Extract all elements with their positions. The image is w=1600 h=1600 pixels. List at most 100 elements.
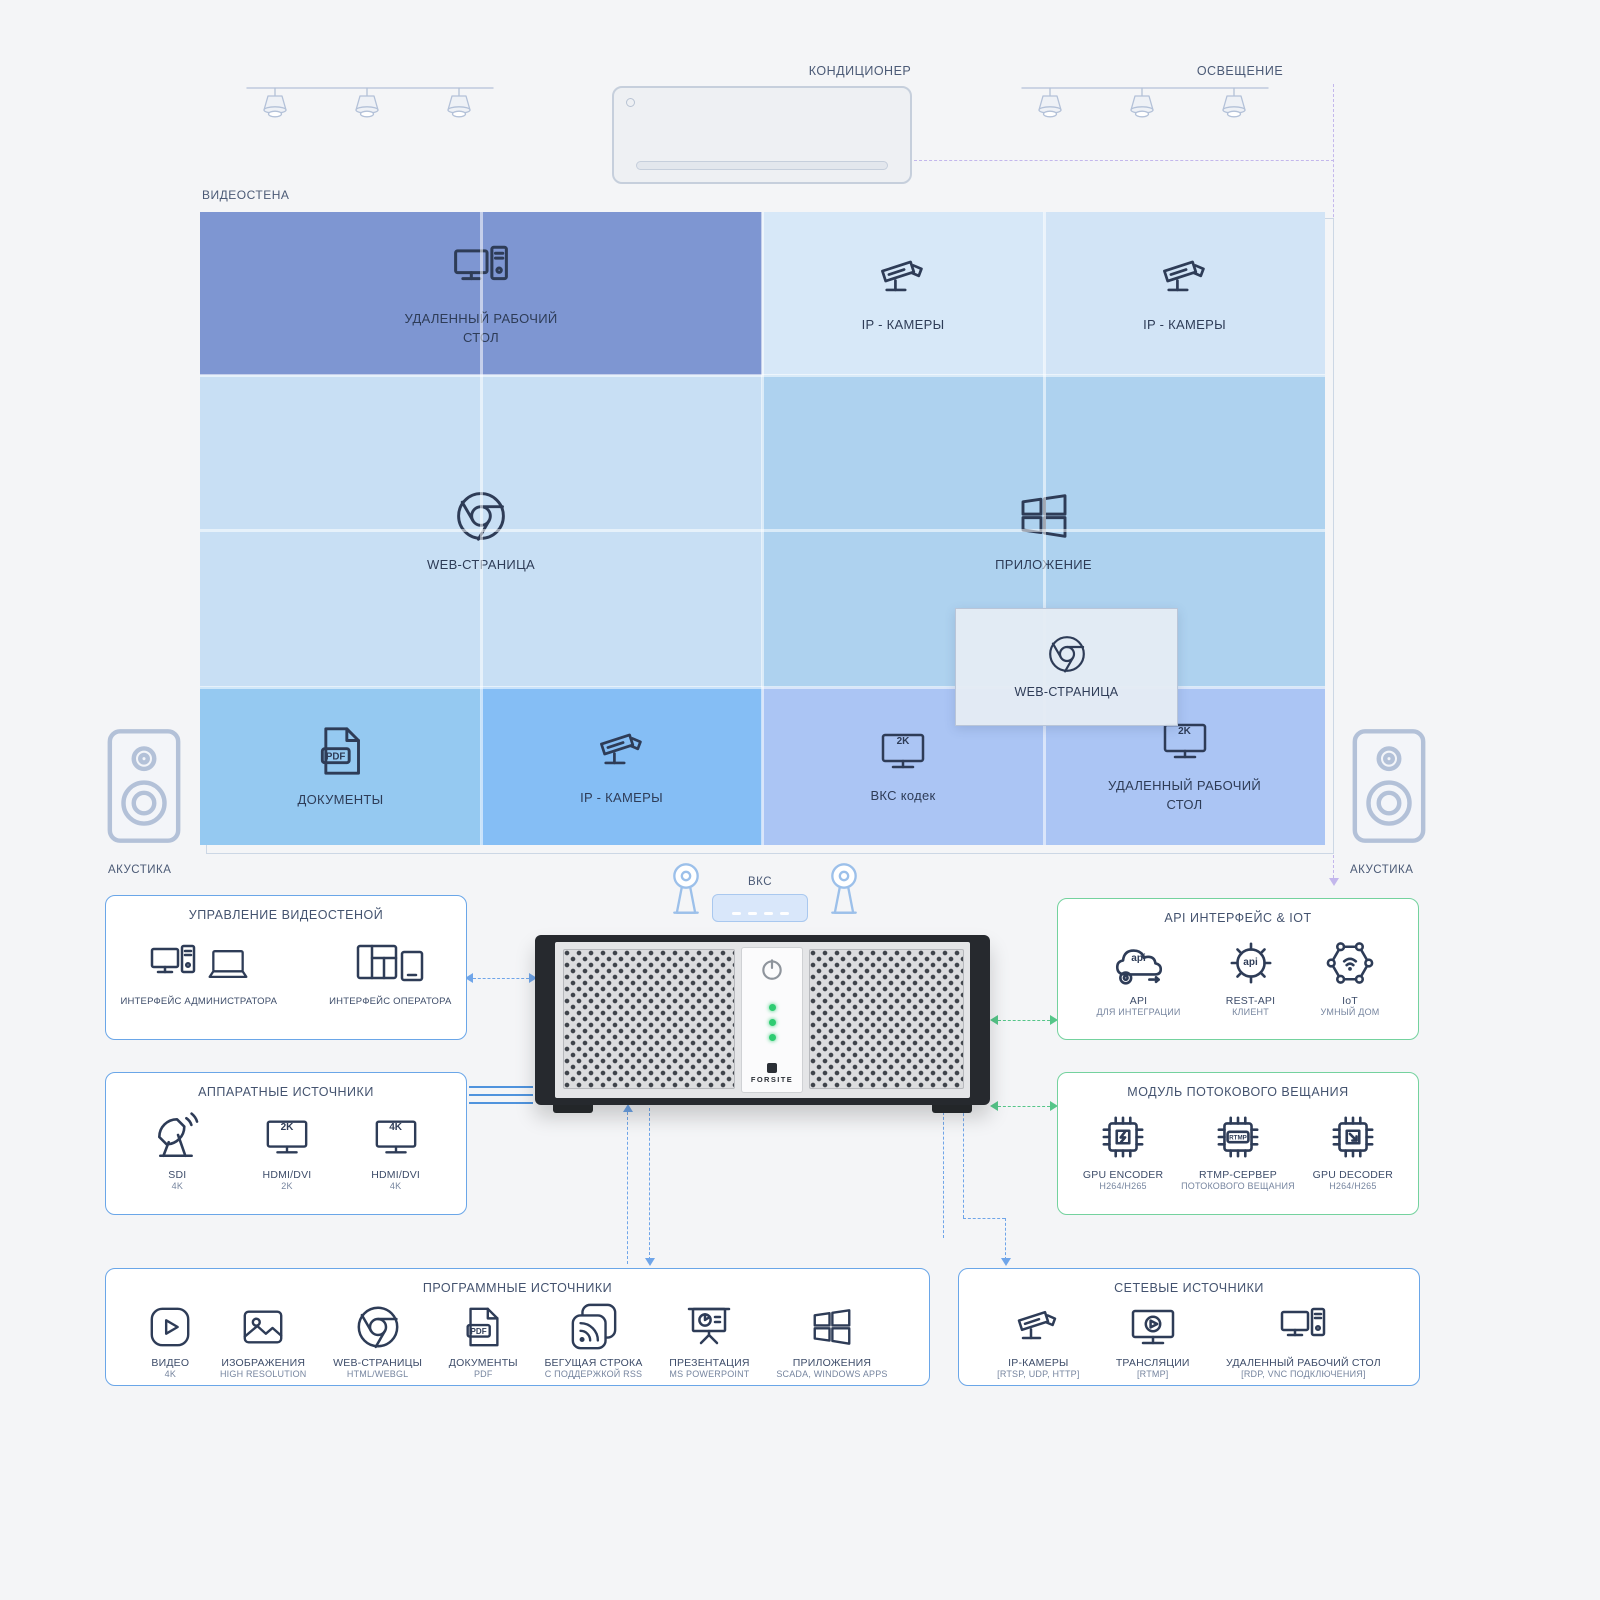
- monitor-play-icon: [1127, 1303, 1179, 1351]
- arrow-purple-down: [1329, 878, 1339, 886]
- tile-web-page-overlay: WEB-СТРАНИЦА: [955, 608, 1178, 726]
- iot-icon: [1324, 937, 1376, 989]
- item-label: GPU DECODER: [1312, 1169, 1394, 1181]
- monitor-pc-icon: [147, 940, 199, 988]
- item-applications: ПРИЛОЖЕНИЯ SCADA, WINDOWS APPS: [776, 1303, 887, 1379]
- pdf-icon: [313, 723, 369, 779]
- item-api-integration: api API ДЛЯ ИНТЕГРАЦИИ: [1096, 937, 1180, 1017]
- software-sources-box: ПРОГРАММНЫЕ ИСТОЧНИКИ ВИДЕО 4K ИЗОБРАЖЕН…: [105, 1268, 930, 1386]
- bezel-v2: [761, 212, 764, 845]
- led-indicator: [768, 1004, 776, 1011]
- item-sublabel: [RTSP, UDP, HTTP]: [997, 1369, 1080, 1379]
- arrow-net-down: [1001, 1258, 1011, 1266]
- rack-foot-right: [932, 1105, 972, 1113]
- api-box: API ИНТЕРФЕЙС & IOT api API ДЛЯ ИНТЕГРАЦ…: [1057, 898, 1419, 1040]
- server-rack: FORSITE: [535, 935, 990, 1113]
- item-label: ПРЕЗЕНТАЦИЯ: [669, 1357, 750, 1369]
- bezel-v1: [480, 212, 483, 845]
- api-badge: api: [1131, 953, 1146, 964]
- pdf-icon: [460, 1304, 506, 1350]
- led-group: [768, 1000, 776, 1045]
- speaker-left-icon: [103, 724, 185, 848]
- speaker-left-label: АКУСТИКА: [108, 864, 172, 876]
- monitor-badge: 2K: [1178, 726, 1191, 738]
- api-badge: api: [1243, 957, 1258, 968]
- play-icon: [147, 1304, 193, 1350]
- item-label: ПРИЛОЖЕНИЯ: [792, 1357, 872, 1369]
- monitor-badge: 2K: [280, 1122, 294, 1133]
- network-sources-box: СЕТЕВЫЕ ИСТОЧНИКИ IP-КАМЕРЫ [RTSP, UDP, …: [958, 1268, 1420, 1386]
- item-sublabel: HIGH RESOLUTION: [219, 1369, 307, 1379]
- connector-net-h: [963, 1218, 1005, 1219]
- item-video: ВИДЕО 4K: [147, 1303, 193, 1379]
- item-admin-interface: ИНТЕРФЕЙС АДМИНИСТРАТОРА: [120, 938, 277, 1007]
- codec-dash: [779, 912, 789, 915]
- item-sublabel: 4K: [389, 1181, 402, 1191]
- aircon-vent: [636, 161, 888, 170]
- item-sublabel: HTML/WEBGL: [346, 1369, 409, 1379]
- tile-label: WEB-СТРАНИЦА: [1014, 684, 1119, 699]
- operator-icons: [355, 938, 425, 990]
- item-label: HDMI/DVI: [262, 1169, 312, 1181]
- management-box: УПРАВЛЕНИЕ ВИДЕОСТЕНОЙ ИНТЕРФЕЙС АДМИНИС…: [105, 895, 467, 1040]
- item-sublabel: ПОТОКОВОГО ВЕЩАНИЯ: [1181, 1181, 1295, 1191]
- item-sublabel: УМНЫЙ ДОМ: [1320, 1007, 1380, 1017]
- item-label: GPU ENCODER: [1082, 1169, 1164, 1181]
- codec-dash: [747, 912, 757, 915]
- arrow-sw-down: [645, 1258, 655, 1266]
- brand-logo: FORSITE: [751, 1063, 793, 1084]
- item-sublabel: ДЛЯ ИНТЕГРАЦИИ: [1096, 1007, 1181, 1017]
- monitor-4k-icon: 4K: [370, 1111, 422, 1163]
- tile-label: ВКС кодек: [870, 787, 936, 803]
- mesh-panel-left: [563, 949, 735, 1089]
- box-title: API ИНТЕРФЕЙС & IOT: [1164, 911, 1312, 925]
- item-sublabel: SCADA, WINDOWS APPS: [776, 1369, 888, 1379]
- connector-api: [998, 1020, 1050, 1021]
- cctv-camera-icon: [1156, 252, 1214, 304]
- arrow-stream-right: [1050, 1101, 1058, 1111]
- power-button[interactable]: [759, 956, 785, 982]
- connector-hw-1: [469, 1086, 533, 1088]
- cctv-camera-icon: [593, 725, 651, 777]
- tile-label: ДОКУМЕНТЫ: [297, 791, 384, 807]
- monitor-2k-icon: 2K: [876, 727, 930, 775]
- box-title: УПРАВЛЕНИЕ ВИДЕОСТЕНОЙ: [188, 908, 384, 922]
- item-label: IP-КАМЕРЫ: [1008, 1357, 1069, 1369]
- cctv-camera-icon: [1011, 1303, 1065, 1351]
- air-conditioner: [612, 86, 912, 184]
- satellite-dish-icon: [150, 1112, 204, 1162]
- item-images: ИЗОБРАЖЕНИЯ HIGH RESOLUTION: [220, 1303, 307, 1379]
- box-title: МОДУЛЬ ПОТОКОВОГО ВЕЩАНИЯ: [1127, 1085, 1349, 1099]
- front-panel: FORSITE: [741, 947, 803, 1093]
- item-sublabel: С ПОДДЕРЖКОЙ RSS: [544, 1369, 643, 1379]
- brand-name: FORSITE: [750, 1075, 794, 1084]
- tile-label: УДАЛЕННЫЙ РАБОЧИЙ СТОЛ: [1107, 778, 1261, 812]
- connector-aircon-h: [914, 160, 1334, 161]
- item-sublabel: [RDP, VNC ПОДКЛЮЧЕНИЯ]: [1241, 1369, 1366, 1379]
- vks-label: ВКС: [748, 876, 773, 888]
- item-label: УДАЛЕННЫЙ РАБОЧИЙ СТОЛ: [1225, 1357, 1381, 1369]
- webcam-icon-left: [666, 860, 706, 922]
- item-sublabel: 2K: [281, 1181, 293, 1191]
- rack-foot-left: [553, 1105, 593, 1113]
- rtmp-chip-icon: [1212, 1111, 1264, 1163]
- tile-label: IP - КАМЕРЫ: [1143, 317, 1226, 333]
- item-sublabel: H264/H265: [1329, 1181, 1377, 1191]
- item-operator-interface: ИНТЕРФЕЙС ОПЕРАТОРА: [329, 938, 451, 1007]
- gear-api-icon: api: [1226, 937, 1276, 989]
- item-label: ДОКУМЕНТЫ: [448, 1357, 518, 1369]
- bezel-h2: [200, 529, 1325, 532]
- monitor-icon: [261, 1114, 313, 1160]
- item-sublabel: MS POWERPOINT: [669, 1369, 750, 1379]
- connector-mgmt-server: [473, 978, 529, 979]
- encoder-chip-icon: [1097, 1111, 1149, 1163]
- aircon-label: КОНДИЦИОНЕР: [808, 64, 912, 78]
- decoder-chip-icon: [1327, 1111, 1379, 1163]
- item-label: REST-API: [1225, 995, 1276, 1007]
- mesh-panel-right: [809, 949, 964, 1089]
- item-sublabel: 4K: [164, 1369, 177, 1379]
- admin-icons: [147, 938, 251, 990]
- item-label: ТРАНСЛЯЦИИ: [1115, 1357, 1190, 1369]
- arrow-stream-left: [990, 1101, 998, 1111]
